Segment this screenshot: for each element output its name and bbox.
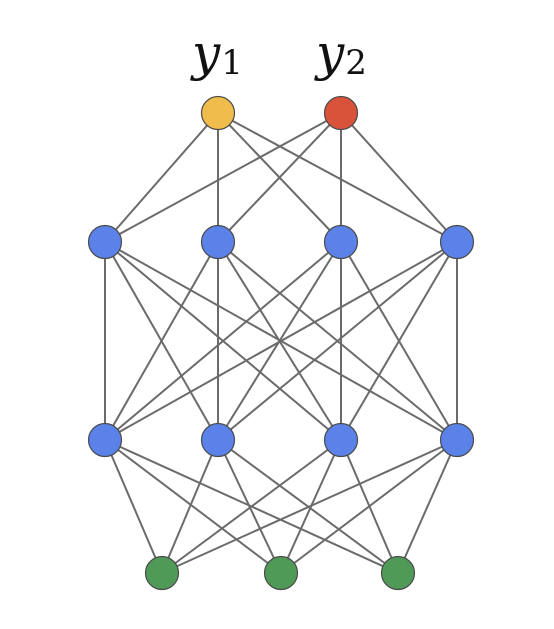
edge-output-2-to-hidden-2-2 bbox=[217, 112, 342, 243]
node-hidden-2-3 bbox=[323, 224, 359, 260]
edge-hidden-1-2-to-input-2 bbox=[217, 439, 282, 574]
node-hidden-2-1 bbox=[87, 224, 123, 260]
node-output-2 bbox=[323, 95, 359, 131]
edge-hidden-2-2-to-hidden-1-1 bbox=[104, 241, 219, 441]
edge-hidden-2-4-to-hidden-1-1 bbox=[104, 241, 458, 441]
node-hidden-1-2 bbox=[200, 422, 236, 458]
output-label-y1-subscript: 1 bbox=[221, 43, 243, 83]
edge-hidden-1-2-to-input-1 bbox=[161, 439, 219, 574]
edge-hidden-1-4-to-input-3 bbox=[397, 439, 458, 574]
node-output-1 bbox=[200, 95, 236, 131]
node-input-1 bbox=[144, 555, 180, 591]
edge-output-2-to-hidden-2-4 bbox=[340, 112, 458, 243]
node-hidden-1-1 bbox=[87, 422, 123, 458]
output-label-y1-name: y bbox=[190, 24, 221, 82]
node-hidden-2-2 bbox=[200, 224, 236, 260]
node-hidden-2-4 bbox=[439, 224, 475, 260]
edge-hidden-1-3-to-input-1 bbox=[161, 439, 342, 574]
edge-hidden-2-4-to-hidden-1-2 bbox=[217, 241, 458, 441]
edge-output-2-to-hidden-2-1 bbox=[104, 112, 342, 243]
node-hidden-1-4 bbox=[439, 422, 475, 458]
output-label-y2-name: y bbox=[314, 24, 345, 82]
edge-hidden-1-4-to-input-2 bbox=[280, 439, 458, 574]
output-label-y2: y2 bbox=[314, 24, 367, 83]
connections bbox=[104, 112, 458, 574]
edge-output-1-to-hidden-2-1 bbox=[104, 112, 219, 243]
edge-hidden-1-1-to-input-1 bbox=[104, 439, 163, 574]
node-input-3 bbox=[380, 555, 416, 591]
edge-hidden-2-3-to-hidden-1-1 bbox=[104, 241, 342, 441]
neurons bbox=[87, 95, 475, 591]
edge-hidden-2-4-to-hidden-1-3 bbox=[340, 241, 458, 441]
edge-output-1-to-hidden-2-4 bbox=[217, 112, 458, 243]
node-input-2 bbox=[263, 555, 299, 591]
edge-hidden-1-4-to-input-1 bbox=[161, 439, 458, 574]
edge-hidden-1-1-to-input-2 bbox=[104, 439, 282, 574]
output-label-y2-subscript: 2 bbox=[345, 43, 367, 83]
output-label-y1: y1 bbox=[190, 24, 243, 83]
node-hidden-1-3 bbox=[323, 422, 359, 458]
